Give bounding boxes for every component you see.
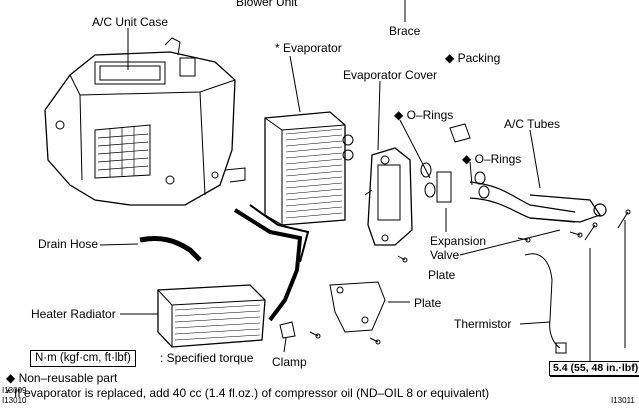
expansion-valve-label-line1: Expansion [430, 234, 487, 248]
evaporator-cover-leader [377, 80, 381, 151]
evaporator-leader [289, 55, 301, 113]
figure-code-left-top: I13009 [2, 386, 27, 395]
thermistor-drawing [524, 253, 561, 349]
figure-code-left-bottom: I13010 [2, 396, 27, 405]
evaporator-drawing [264, 111, 354, 226]
packing-drawing [449, 123, 471, 143]
expansion-valve-label-line2: Valve [430, 248, 460, 262]
o-rings-1-leader [399, 119, 431, 179]
evaporator-label: * Evaporator [275, 41, 342, 55]
heater-radiator-drawing [157, 284, 266, 348]
clamp-drawing [279, 321, 296, 339]
ac-tubes-label: A/C Tubes [504, 117, 561, 131]
drain-hose-label: Drain Hose [38, 237, 99, 251]
ac-unit-case-label: A/C Unit Case [92, 15, 169, 29]
plate-1-label: Plate [428, 268, 456, 282]
o-rings-1-label: ◆ O–Rings [394, 108, 454, 122]
ac-unit-case-drawing [44, 37, 246, 206]
drain-hose-drawing [139, 235, 202, 262]
thermistor-label: Thermistor [454, 317, 512, 331]
thermistor-leader [519, 321, 551, 325]
plate-2-label: Plate [414, 296, 442, 310]
evaporator-cover-label: Evaporator Cover [343, 68, 438, 82]
plate-1-leader [459, 229, 561, 256]
evaporator-cover-drawing [364, 147, 413, 246]
figure-code-right: I13011 [611, 396, 635, 405]
ac-tubes-drawing [469, 181, 607, 223]
clamp-leader [283, 337, 287, 353]
expansion-valve-drawing [436, 171, 452, 203]
blower-unit-label: Blower Unit [236, 0, 298, 9]
heater-pipes-drawing [233, 208, 303, 322]
clamp-label: Clamp [272, 355, 307, 369]
o-rings-2-leader [469, 161, 473, 186]
o-rings-1-drawing [420, 162, 436, 198]
plate-2-drawing [329, 281, 386, 333]
torque-unit-description: : Specified torque [160, 351, 254, 365]
o-rings-2-label: ◆ O–Rings [462, 152, 522, 166]
non-reusable-note: ◆ Non–reusable part [6, 371, 118, 385]
packing-label: ◆ Packing [445, 51, 501, 65]
torque-value-box: 5.4 (55, 48 in.·lbf) [549, 361, 639, 376]
brace-label: Brace [389, 24, 421, 38]
heater-radiator-label: Heater Radiator [31, 307, 116, 321]
evaporator-oil-note: * If evaporator is replaced, add 40 cc (… [6, 386, 490, 400]
o-rings-2-drawing [474, 171, 490, 199]
bolts-drawing [309, 209, 631, 345]
torque-unit-box: N·m (kgf·cm, ft·lbf) [30, 350, 136, 367]
ac-tubes-leader [529, 129, 541, 189]
drain-hose-leader [99, 243, 139, 246]
